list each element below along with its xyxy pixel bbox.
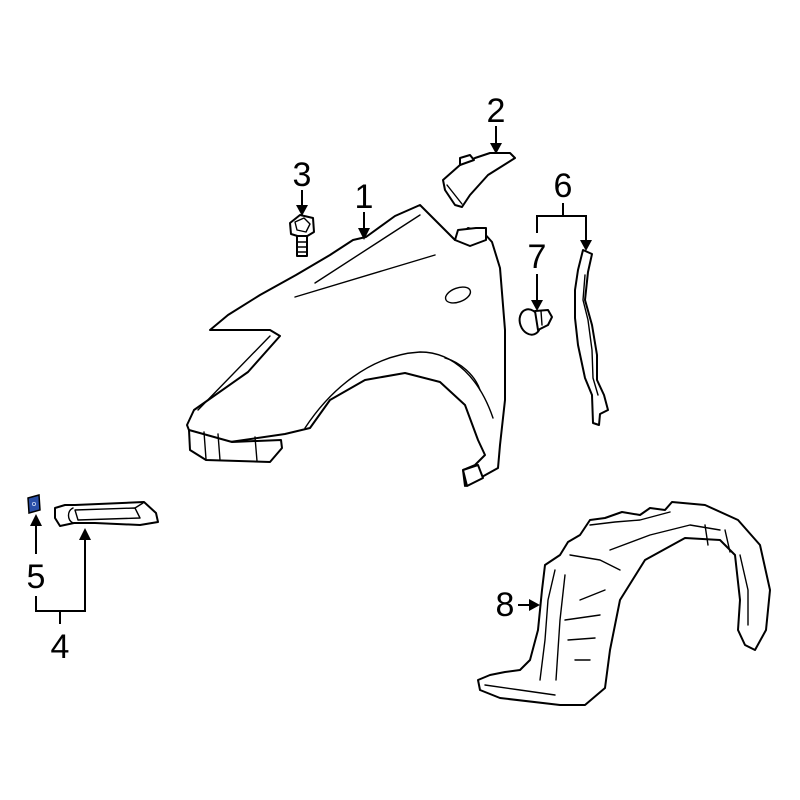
bolt-part[interactable] xyxy=(289,214,315,257)
arrow-icon xyxy=(30,514,42,526)
fender-part[interactable] xyxy=(186,204,506,487)
callout-8: 8 xyxy=(496,586,540,624)
callout-4: 4 xyxy=(35,528,91,666)
arrow-icon xyxy=(358,228,370,240)
callout-7: 7 xyxy=(528,238,547,311)
svg-text:8: 8 xyxy=(496,586,515,624)
callout-3: 3 xyxy=(293,156,312,216)
fender-seal-part[interactable] xyxy=(574,249,609,426)
arrow-icon xyxy=(490,143,502,154)
arrow-icon xyxy=(580,240,592,251)
support-bracket-part[interactable] xyxy=(54,501,159,527)
arrow-icon xyxy=(531,300,543,311)
clip-nut-part[interactable] xyxy=(27,494,41,514)
svg-text:1: 1 xyxy=(355,178,374,216)
svg-text:4: 4 xyxy=(51,628,70,666)
svg-text:3: 3 xyxy=(293,156,312,194)
svg-text:7: 7 xyxy=(528,238,547,276)
push-clip-part[interactable] xyxy=(516,306,553,337)
callout-1: 1 xyxy=(355,178,374,240)
arrow-icon xyxy=(296,205,308,216)
callout-5: 5 xyxy=(27,514,46,596)
svg-text:2: 2 xyxy=(487,92,506,130)
svg-text:5: 5 xyxy=(27,558,46,596)
arrow-icon xyxy=(79,528,91,540)
callout-6: 6 xyxy=(536,167,592,251)
arrow-icon xyxy=(529,599,540,611)
callout-2: 2 xyxy=(487,92,506,154)
svg-text:6: 6 xyxy=(554,167,573,205)
fender-liner-part[interactable] xyxy=(477,501,771,706)
upper-bracket-part[interactable] xyxy=(442,152,516,208)
